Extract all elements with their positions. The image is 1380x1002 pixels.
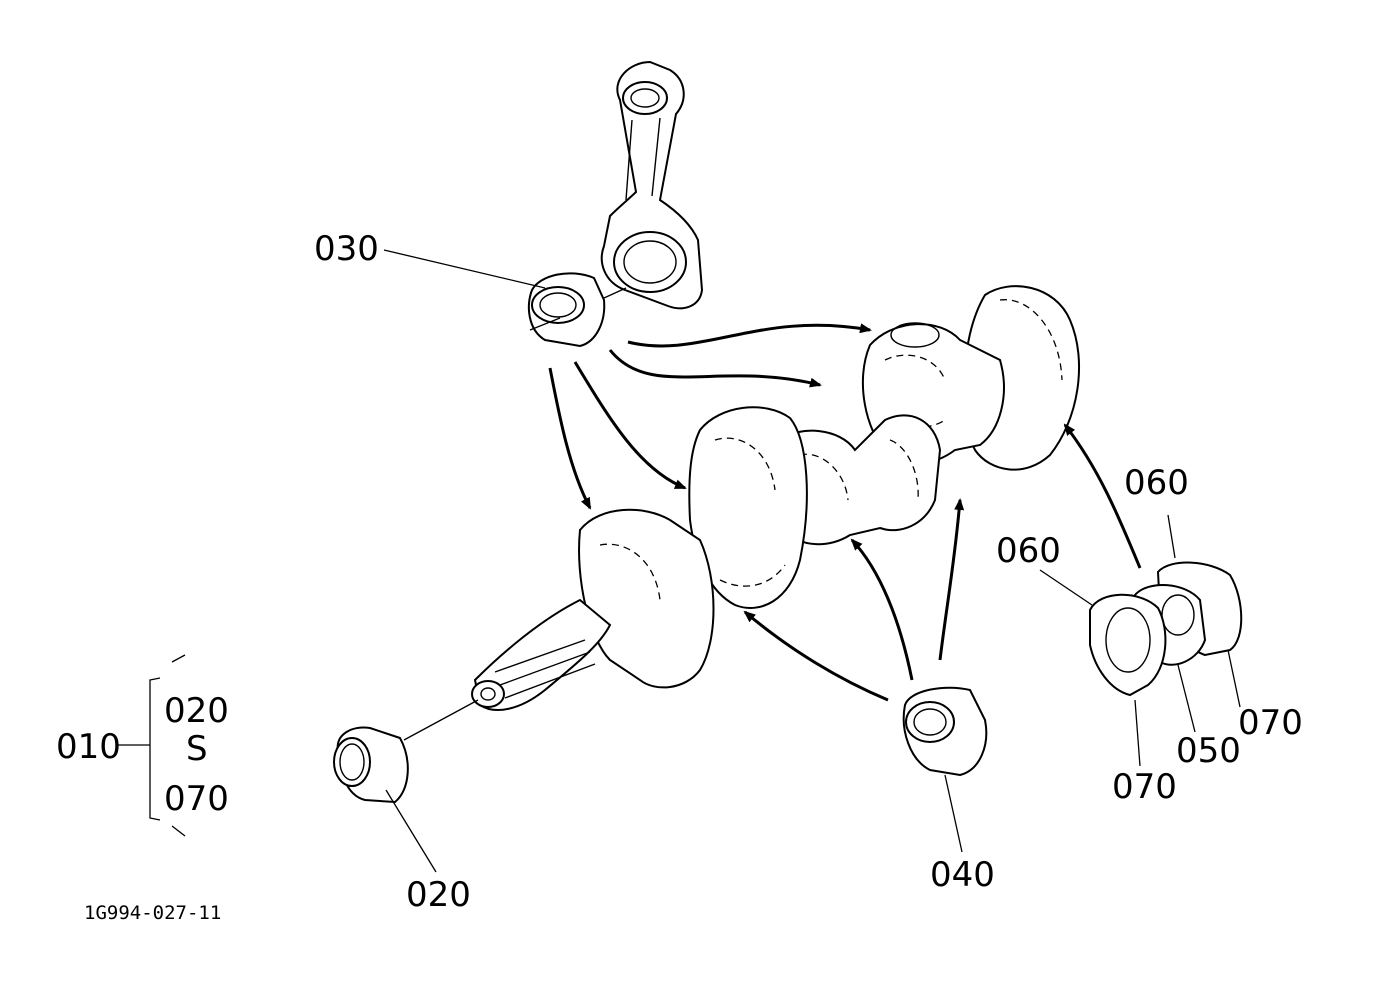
label-060-left: 060 xyxy=(996,531,1061,571)
crankshaft xyxy=(471,285,1080,711)
label-070-left: 070 xyxy=(1112,767,1177,807)
label-range-end: 070 xyxy=(164,779,229,819)
drawing-reference: 1G994-027-11 xyxy=(84,902,221,924)
label-060-right: 060 xyxy=(1124,463,1189,503)
label-010: 010 xyxy=(56,727,121,767)
label-range-separator: S xyxy=(186,729,208,769)
label-070-right: 070 xyxy=(1238,703,1303,743)
label-range-start: 020 xyxy=(164,691,229,731)
thrust-bearing-assembly xyxy=(1089,561,1243,697)
label-040: 040 xyxy=(930,855,995,895)
leader-lines xyxy=(118,249,1241,873)
connecting-rod xyxy=(600,60,704,310)
bearing-030 xyxy=(527,272,627,348)
assembly-arrows xyxy=(548,323,1142,702)
bearing-040 xyxy=(902,686,988,777)
label-030: 030 xyxy=(314,229,379,269)
bearing-020 xyxy=(333,699,479,804)
label-020: 020 xyxy=(406,875,471,915)
label-050: 050 xyxy=(1176,731,1241,771)
